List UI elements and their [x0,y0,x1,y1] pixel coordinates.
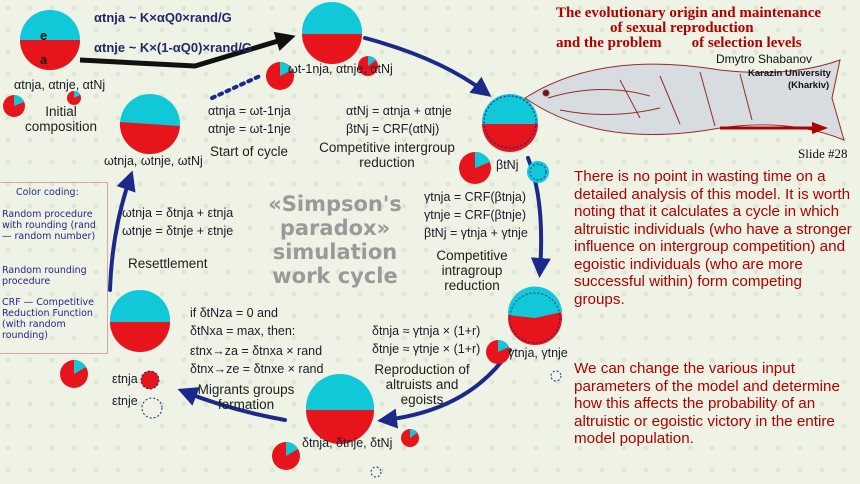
label-initial-composition: Initial composition [24,104,98,134]
legend-item-random-rounding-proc: Random rounding procedure [2,265,87,287]
formula-start-e: αtnje = ωt-1nje [208,122,291,136]
pie-small-4 [67,91,81,105]
formula-repro-e: δtnje ≈ γtnje × (1+r) [372,342,481,356]
center-title-line-2: paradox» [279,216,391,240]
legend-item-crf: CRF — Competitive Reduction Function (wi… [2,297,95,341]
formula-intra-N: βtNj = γtnja + γtnje [424,226,528,240]
pie-beta-1 [459,151,491,184]
label-start-of-cycle: Start of cycle [210,144,289,159]
formula-resettle-a: ωtnja = δtnja + εtnja [122,206,234,220]
formula-mig-cond2: δtNxa = max, then: [190,324,296,338]
title-line-2: of sexual reproduction [610,20,754,36]
label-beta: βtNj [496,158,519,172]
fish-illustration [524,59,845,141]
pie-beta-2 [527,161,549,183]
center-title-line-4: work cycle [272,264,398,288]
formula-repro-a: δtnja ≈ γtnja × (1+r) [372,324,481,338]
pie-start-big [302,2,362,64]
label-migrants: Migrants groups formation [197,382,295,412]
label-reproduction: Reproduction of altruists and egoists [374,362,470,407]
description-paragraph-2: We can change the various input paramete… [574,360,840,447]
formula-cycle-group: ωt-1nja, αtnje, αtNj [288,62,393,76]
slide-number: Slide #28 [798,146,848,161]
center-title: «Simpson's paradox» simulation work cycl… [250,192,420,288]
label-resettlement: Resettlement [128,256,208,271]
pie-delta-big [306,374,374,444]
pie-gamma-small [486,339,510,364]
legend-item-random-rounding: Random procedure with rounding (rand — r… [2,209,96,242]
formula-inter-N: αtNj = αtnja + αtnje [346,104,452,118]
pie-small-1 [266,62,294,90]
arrow-to-migrants [177,387,287,422]
formula-mig-a: εtnx→za = δtnxa × rand [190,344,323,358]
label-eps-e: εtnje [112,394,138,408]
formula-intra-e: γtnje = CRF(βtnje) [424,208,527,222]
description-paragraph-1: There is no point in wasting time on a d… [574,168,852,308]
formula-inter-crf: βtNj = CRF(αtNj) [346,122,440,136]
formula-intra-a: γtnja = CRF(βtnja) [424,190,527,204]
author-affiliation-2: (Kharkiv) [788,80,830,91]
label-omega: ωtnja, ωtnje, ωtNj [104,154,203,168]
pie-initial-big [20,10,80,70]
label-intergroup: Competitive intergroup reduction [319,140,455,170]
title-line-3: and the problem of selection levels [556,35,802,51]
pie-delta-empty [370,466,382,478]
legend-heading: Color coding: [16,187,79,198]
pie-small-3 [3,95,25,117]
pie-omega-big [119,94,180,155]
center-title-line-1: «Simpson's [268,192,402,216]
arrow-start-to-inter [363,36,492,97]
color-coding-legend: Color coding: Random procedure with roun… [0,182,108,354]
pie-label-a: a [40,52,48,67]
pie-label-e: e [40,28,48,43]
author-affiliation-1: Karazin University [748,68,831,79]
pie-eps-empty [141,397,163,419]
pie-eps-2 [140,370,160,390]
pie-small-2 [358,56,378,76]
initial-arrow [79,31,296,69]
formula-init-group: αtnja, αtnje, αtNj [14,78,106,92]
formula-mig-e: δtnx→ze = δtnxe × rand [190,362,324,376]
pie-resettle-big [110,290,170,352]
label-gamma: γtnja, γtnje [508,346,568,360]
formula-resettle-e: ωtnje = δtnje + εtnje [122,224,234,238]
formula-mig-cond1: if δtNza = 0 and [190,306,278,320]
arrow-resettle [108,170,136,292]
title-line-1: The evolutionary origin and maintenance [556,5,822,21]
formula-start-a: αtnja = ωt-1nja [208,104,291,118]
pie-intergroup-big [482,94,538,152]
formula-init-e: αtnje ~ K×(1-αQ0)×rand/G [94,40,252,55]
pie-delta-small [272,442,300,470]
center-title-line-3: simulation [272,240,398,264]
author-name: Dmytro Shabanov [716,52,813,66]
formula-init-a: αtnja ~ K×αQ0×rand/G [94,10,232,25]
label-eps-a: εtnja [112,372,138,386]
label-delta: δtnja, δtnje, δtNj [302,436,393,450]
label-intragroup: Competitive intragroup reduction [436,248,508,293]
dotted-arrow [210,73,264,100]
pie-gamma-empty [550,370,562,382]
pie-gamma-big [507,286,562,345]
pie-delta-small-2 [401,429,419,447]
pie-eps-1 [60,360,88,388]
